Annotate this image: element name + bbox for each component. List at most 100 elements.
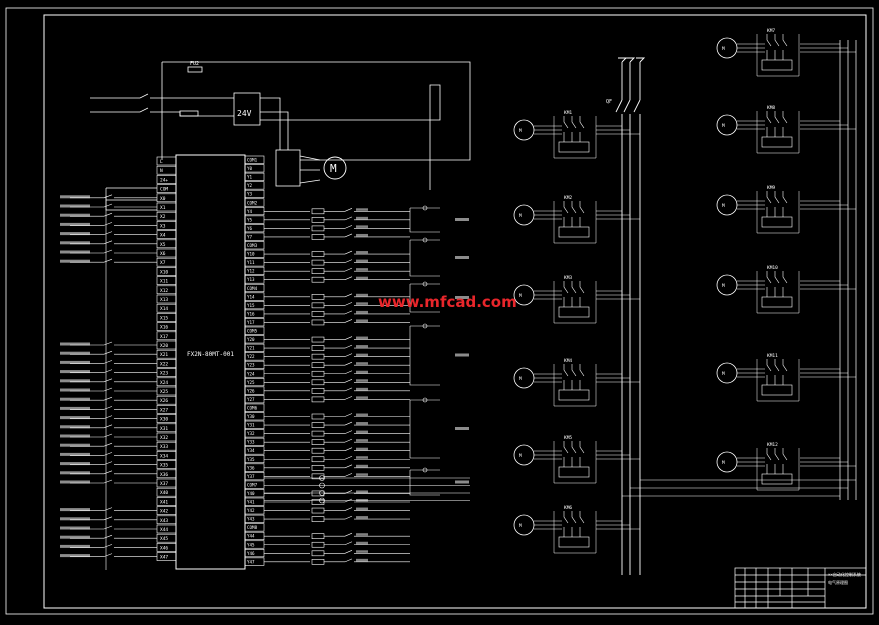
bus-tap xyxy=(596,125,640,135)
overload-relay xyxy=(761,473,793,485)
contact-caption xyxy=(356,447,368,451)
plc-input-terminal-label: X16 xyxy=(160,325,168,331)
output-coil xyxy=(311,336,325,343)
plc-output-terminal xyxy=(244,480,265,489)
plc-output-terminal xyxy=(244,283,265,293)
input-switch-caption xyxy=(60,452,90,456)
output-coil xyxy=(311,319,325,326)
interlock-contact xyxy=(324,550,410,554)
contact-caption xyxy=(356,259,368,263)
contact-caption xyxy=(356,430,368,434)
input-switch-caption xyxy=(60,416,90,420)
plc-input-terminal-label: X26 xyxy=(160,398,168,404)
plc-output-terminals: COM1Y0Y1Y2Y3COM2Y4Y5Y6Y7COM3Y10Y11Y12Y13… xyxy=(244,155,265,566)
output-coil xyxy=(311,516,325,522)
input-switch-caption xyxy=(60,241,90,245)
contact-caption xyxy=(356,353,368,357)
output-coil xyxy=(311,379,325,386)
plc-input-terminal-label: X6 xyxy=(160,251,166,257)
contactor-pole xyxy=(766,191,772,217)
input-switch-caption xyxy=(60,462,90,466)
output-coil xyxy=(311,541,325,548)
contactor-label: KM7 xyxy=(767,28,775,34)
contactor-pole xyxy=(766,111,772,137)
plc-input-terminal xyxy=(156,156,177,166)
plc-output-terminal-label: Y21 xyxy=(247,346,255,351)
power-supply-section xyxy=(90,61,471,190)
interlock-contact xyxy=(324,370,410,375)
indicator-lamp xyxy=(422,237,428,243)
interlock-contact xyxy=(324,225,410,229)
plc-input-terminal-label: X32 xyxy=(160,435,168,441)
output-group-caption xyxy=(455,480,469,484)
input-switch-caption xyxy=(60,204,90,208)
right-bus xyxy=(839,40,857,500)
contactor-pole xyxy=(563,441,569,467)
bus-tap xyxy=(596,290,640,300)
interlock-contact xyxy=(324,532,410,537)
contactor-pole xyxy=(774,271,780,297)
bus-tap xyxy=(800,457,856,467)
output-group-caption xyxy=(455,353,469,357)
interlock-contact xyxy=(324,438,410,443)
plc-input-terminal xyxy=(156,267,177,276)
inner-frame xyxy=(43,14,867,609)
input-switch-caption xyxy=(60,250,90,254)
overload-relay xyxy=(761,59,793,71)
vfd-box xyxy=(275,149,301,187)
interlock-contact xyxy=(324,250,410,255)
plc-input-terminal-label: X2 xyxy=(160,214,166,220)
plc-output-terminal-label: COM5 xyxy=(247,329,258,334)
plc-output-terminal-label: Y33 xyxy=(247,440,255,445)
plc-input-terminal xyxy=(156,313,177,322)
plc-output-terminal xyxy=(244,164,265,173)
contactor-label: KM6 xyxy=(564,505,572,511)
input-switch-caption xyxy=(60,480,90,484)
interlock-contact xyxy=(324,430,410,434)
output-coil xyxy=(311,422,325,428)
plc-output-terminal xyxy=(244,523,265,532)
output-coil xyxy=(311,413,325,420)
plc-output-terminal xyxy=(244,326,265,335)
contactor-pole xyxy=(774,34,780,60)
motor-label: M xyxy=(330,162,337,175)
contactor-label: KM9 xyxy=(767,185,775,191)
output-coil xyxy=(311,388,325,394)
input-switch-caption xyxy=(60,526,90,530)
plc-input-terminal-label: N xyxy=(160,168,163,174)
contact-caption xyxy=(356,490,368,493)
output-coil xyxy=(311,430,325,437)
interlock-contact xyxy=(324,216,410,221)
interlock-contact xyxy=(324,396,410,400)
output-group-rail xyxy=(409,207,440,233)
input-switch-caption xyxy=(60,351,90,355)
interlock-contact xyxy=(324,379,410,383)
input-switch-caption xyxy=(60,379,90,383)
input-switch-caption xyxy=(60,360,90,364)
breaker-label: QF xyxy=(606,99,612,105)
motor-circle xyxy=(716,114,738,136)
contact-caption xyxy=(356,336,368,340)
output-coil xyxy=(311,217,325,223)
plc-output-terminal-label: Y7 xyxy=(247,234,253,239)
contactor-pole xyxy=(563,116,569,142)
contactor-pole xyxy=(563,364,569,390)
plc-output-terminal-label: Y30 xyxy=(247,414,255,419)
interlock-contact xyxy=(324,208,410,212)
contactor-label: KM8 xyxy=(767,105,775,111)
contact-caption xyxy=(356,413,368,416)
signal-lamp xyxy=(319,490,325,496)
plc-input-terminal xyxy=(156,322,177,331)
contact-caption xyxy=(356,387,368,391)
plc-input-terminal-label: X0 xyxy=(160,196,166,202)
overload-relay xyxy=(761,136,793,148)
interlock-contact xyxy=(324,413,410,417)
output-coil xyxy=(311,311,325,317)
plc-input-terminal-label: X31 xyxy=(160,426,168,432)
outer-frame xyxy=(5,7,874,615)
bus-tap xyxy=(800,368,856,378)
contactor-pole xyxy=(579,281,585,307)
output-group-caption xyxy=(455,256,469,259)
